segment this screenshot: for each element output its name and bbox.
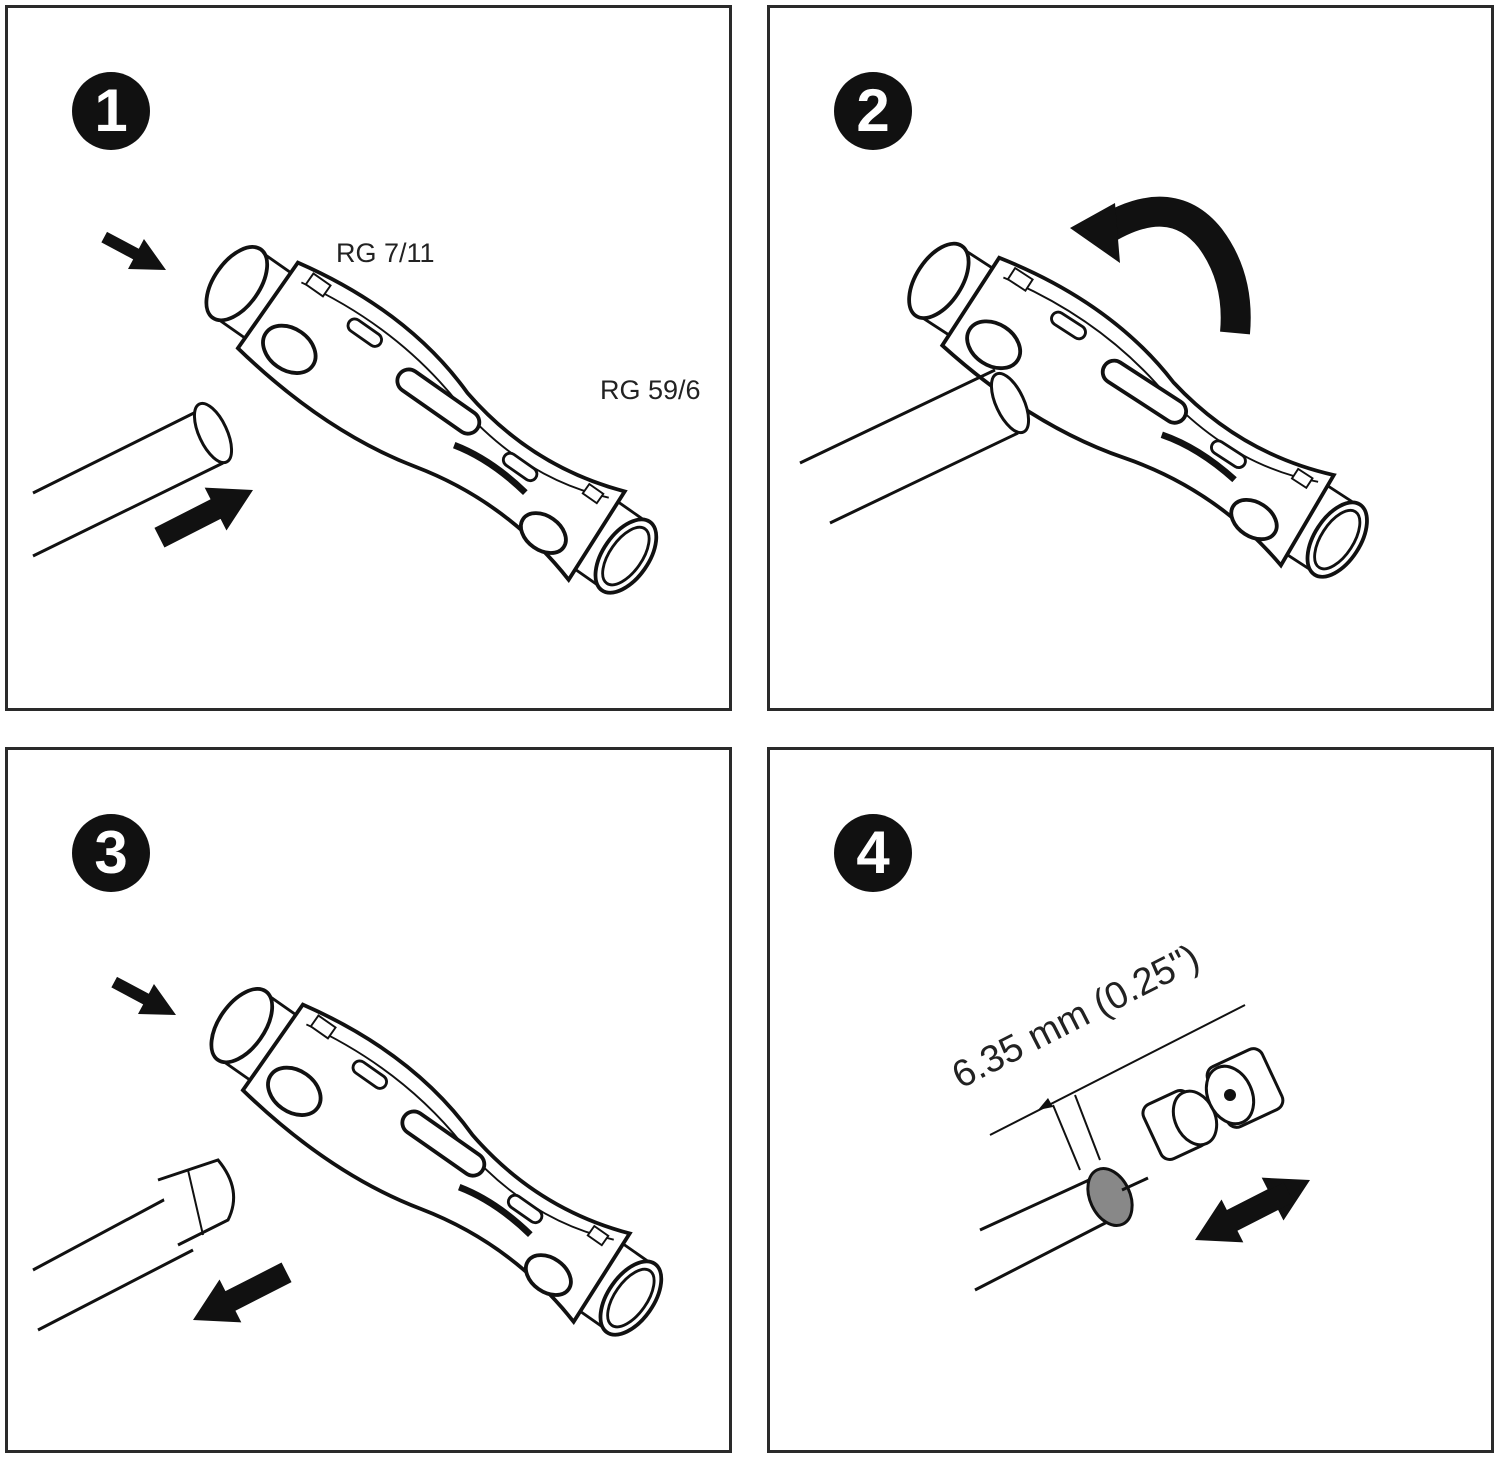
- rotate-arrow-icon: [1070, 196, 1251, 335]
- step-4-panel: 4 6.35 mm (0.25"): [767, 747, 1494, 1453]
- step-1-panel: 1 RG 7/11 RG 59/6: [5, 5, 732, 711]
- push-arrow-icon: [106, 967, 184, 1031]
- step-number-badge: 4: [834, 814, 912, 892]
- step-3-illustration: [32, 750, 735, 1456]
- coax-stripper-tool: [887, 216, 1391, 603]
- step-number-badge: 2: [834, 72, 912, 150]
- step-3-panel: 3: [5, 747, 732, 1453]
- coax-stripper-tool: [188, 962, 685, 1361]
- coax-cable: [799, 368, 1031, 525]
- coax-cable: [32, 401, 234, 558]
- rg-7-11-label: RG 7/11: [336, 238, 435, 268]
- push-arrow-icon: [96, 222, 174, 286]
- step-number-badge: 3: [72, 814, 150, 892]
- step-number-badge: 1: [72, 72, 150, 150]
- step-2-panel: 2: [767, 5, 1494, 711]
- step-4-illustration: [974, 1004, 1321, 1292]
- step-1-illustration: [32, 8, 735, 714]
- coax-stripper-tool: [183, 220, 680, 619]
- dimension-indicator: [989, 1004, 1246, 1171]
- pull-out-arrow-icon: [182, 1250, 298, 1342]
- stripped-coax-cable: [32, 1158, 236, 1332]
- prepared-coax-cable: [974, 1167, 1149, 1292]
- connector-parts: [1141, 1047, 1285, 1161]
- step-2-illustration: [799, 196, 1497, 714]
- rg-59-6-label: RG 59/6: [600, 375, 701, 405]
- insert-arrow-icon: [148, 468, 264, 560]
